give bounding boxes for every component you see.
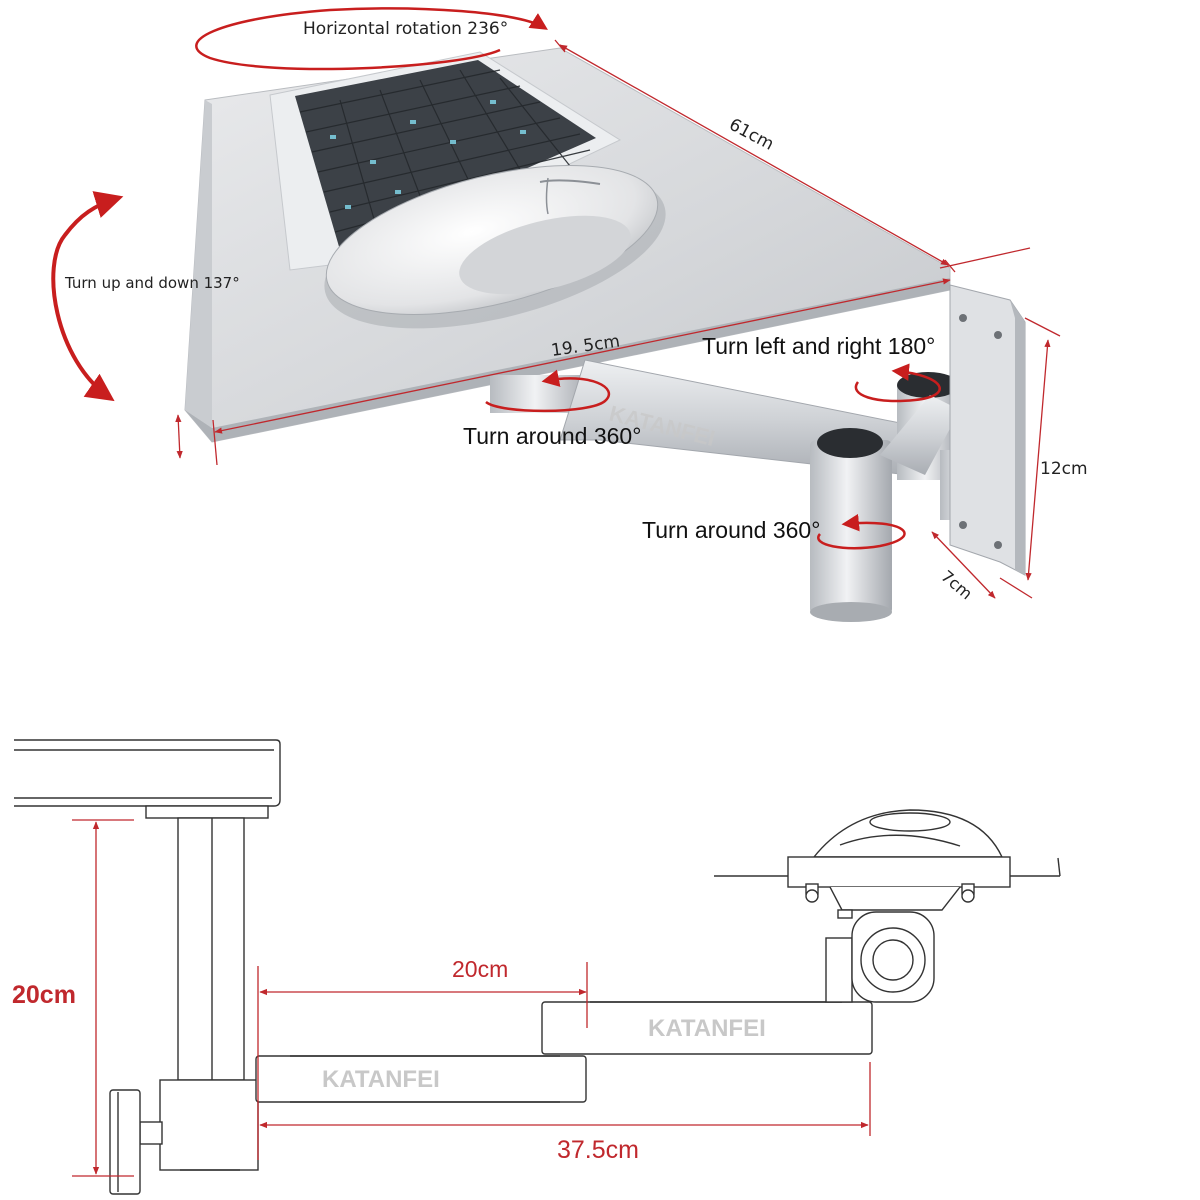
- turn-around-elbow-label: Turn around 360°: [642, 517, 820, 543]
- perspective-view: Horizontal rotation 236° Turn up and dow…: [51, 7, 1088, 622]
- horizontal-rotation-arrow: [195, 7, 548, 71]
- dim-7cm: [931, 531, 996, 599]
- turn-up-down-label: Turn up and down 137°: [64, 274, 240, 292]
- length-37-5-label: 37.5cm: [557, 1136, 639, 1164]
- dim-12cm: [1025, 339, 1051, 581]
- tilt-joint: [825, 911, 935, 1003]
- dim-61cm: [559, 44, 949, 266]
- lower-arm: [255, 1055, 587, 1103]
- up-down-rotation-arrow: [51, 191, 124, 402]
- keyboard: [269, 51, 622, 271]
- side-dimensions: [72, 819, 871, 1177]
- height-20-label: 20cm: [12, 981, 76, 1009]
- watermark-lower-arm: KATANFEI: [322, 1066, 440, 1093]
- elbow-rotation-arrow: [817, 513, 906, 550]
- tray-side-edge: [14, 739, 281, 819]
- vertical-post: [177, 817, 245, 1081]
- dim-19-5cm: [214, 278, 951, 434]
- top-dimensions: [175, 39, 1061, 599]
- watermark-upper-arm: KATANFEI: [648, 1015, 766, 1042]
- height-12-label: 12cm: [1040, 459, 1088, 479]
- dim-tray-thickness: [175, 414, 183, 459]
- clamp-knob: [109, 1079, 259, 1195]
- turn-around-base-label: Turn around 360°: [463, 423, 641, 449]
- mini-tray-with-mouse: [714, 809, 1061, 919]
- upper-arm: [541, 1001, 873, 1055]
- side-view: [14, 739, 1061, 1195]
- turn-left-right-label: Turn left and right 180°: [702, 333, 935, 359]
- wall-plate: [949, 284, 1026, 576]
- horizontal-rotation-label: Horizontal rotation 236°: [303, 19, 508, 39]
- arm-20-label: 20cm: [452, 956, 508, 982]
